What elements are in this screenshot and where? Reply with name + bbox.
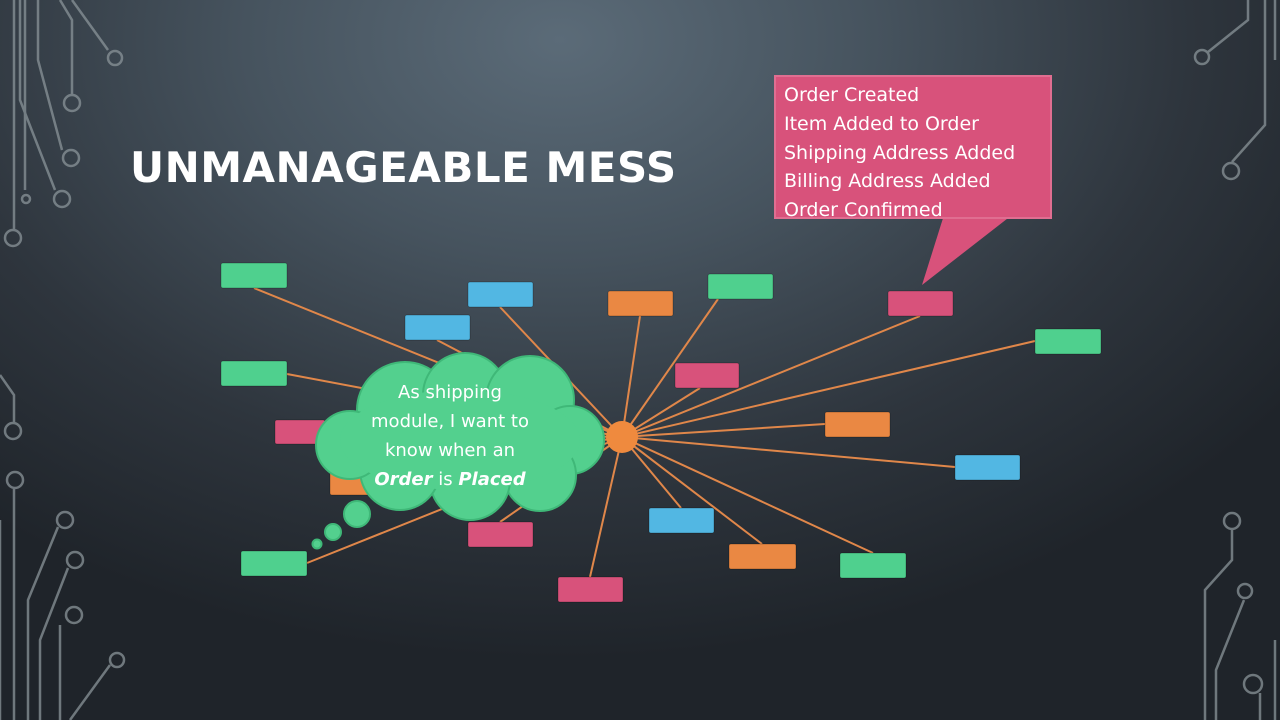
event-node-pink: [887, 290, 954, 317]
event-order-confirmed: Order Confirmed: [784, 199, 943, 222]
connector-line: [621, 315, 921, 438]
event-node-green: [707, 273, 774, 300]
event-node-pink: [557, 576, 624, 603]
connector-line: [589, 436, 623, 578]
thought-word-placed: Placed: [458, 469, 526, 490]
thought-line-2: module, I want to: [371, 411, 529, 432]
thought-line-1: As shipping: [398, 382, 502, 403]
connector-line: [621, 436, 874, 554]
connector-line: [621, 315, 641, 438]
event-node-orange: [728, 543, 797, 570]
thought-text: As shipping module, I want to know when …: [350, 378, 550, 494]
event-billing-address-added: Billing Address Added: [784, 170, 991, 193]
event-node-orange: [824, 411, 891, 438]
callout-pointer: [922, 215, 1012, 285]
connector-line: [621, 436, 956, 468]
event-order-created: Order Created: [784, 84, 920, 106]
event-node-blue: [648, 507, 715, 534]
thought-bubble: [311, 352, 605, 550]
event-node-green: [220, 360, 288, 387]
event-shipping-address-added: Shipping Address Added: [784, 141, 1016, 164]
thought-line-4: Order is Placed: [350, 465, 550, 494]
event-list-callout: Order Created Item Added to Order Shippi…: [774, 75, 1052, 221]
connector-line: [621, 298, 719, 438]
connector-line: [621, 436, 763, 545]
event-node-blue: [404, 314, 471, 341]
slide-title: UNMANAGEABLE MESS: [130, 143, 677, 193]
event-node-orange: [607, 290, 674, 317]
event-node-pink: [674, 362, 740, 389]
event-node-green: [839, 552, 907, 579]
connector-line: [621, 340, 1036, 438]
event-item-added: Item Added to Order: [784, 112, 979, 135]
event-node-blue: [467, 281, 534, 308]
thought-word-is: is: [432, 469, 459, 490]
event-node-green: [1034, 328, 1102, 355]
connector-line: [621, 423, 826, 438]
event-node-green: [220, 262, 288, 289]
event-node-pink: [467, 521, 534, 548]
event-node-green: [240, 550, 308, 577]
thought-line-3: know when an: [384, 440, 516, 461]
event-node-blue: [954, 454, 1021, 481]
event-hub: [606, 421, 638, 453]
event-nodes: [220, 262, 1102, 603]
thought-word-order: Order: [374, 469, 433, 490]
